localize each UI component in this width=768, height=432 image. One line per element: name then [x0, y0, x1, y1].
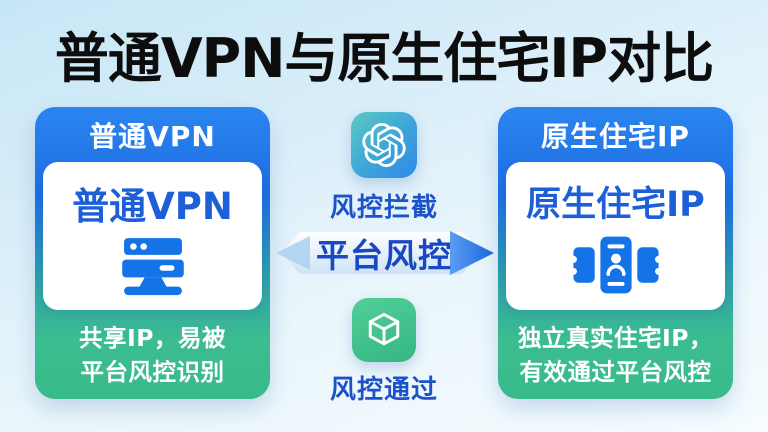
block-label: 风控拦截	[329, 193, 438, 223]
cube-badge	[352, 298, 416, 362]
server-icon	[121, 238, 184, 296]
card-panel-title: 普通VPN	[72, 185, 233, 228]
caption-line: 共享IP，易被	[79, 324, 226, 352]
middle-flow-column: 风控拦截 平台风控	[274, 107, 494, 407]
page-title: 普通VPN与原生住宅IP对比	[54, 27, 714, 90]
card-panel-title: 原生住宅IP	[526, 185, 705, 225]
pass-label: 风控通过	[329, 375, 438, 405]
card-panel-residential-ip: 原生住宅IP	[506, 162, 725, 310]
platform-risk-banner: 平台风控	[274, 223, 494, 283]
cube-icon	[368, 312, 400, 346]
phone-id-card-icon	[571, 236, 660, 294]
double-arrow-banner-icon	[276, 231, 494, 275]
card-panel-regular-vpn: 普通VPN	[43, 162, 262, 310]
openai-logo-icon	[362, 123, 406, 167]
openai-logo-badge	[351, 112, 417, 178]
caption-line: 有效通过平台风控	[519, 358, 712, 386]
caption-line: 独立真实住宅IP，	[518, 324, 713, 352]
card-caption-regular-vpn: 共享IP，易被 平台风控识别	[35, 321, 270, 389]
card-residential-ip: 原生住宅IP 原生住宅IP 独立真实住宅IP， 有效通过平台风控	[498, 107, 733, 399]
card-regular-vpn: 普通VPN 普通VPN 共享IP，易被 平台风控识别	[35, 107, 270, 399]
banner-label: 平台风控	[316, 236, 452, 275]
caption-line: 平台风控识别	[80, 358, 225, 386]
card-header-residential-ip: 原生住宅IP	[541, 119, 690, 153]
card-caption-residential-ip: 独立真实住宅IP， 有效通过平台风控	[498, 321, 733, 389]
card-header-regular-vpn: 普通VPN	[89, 119, 216, 153]
